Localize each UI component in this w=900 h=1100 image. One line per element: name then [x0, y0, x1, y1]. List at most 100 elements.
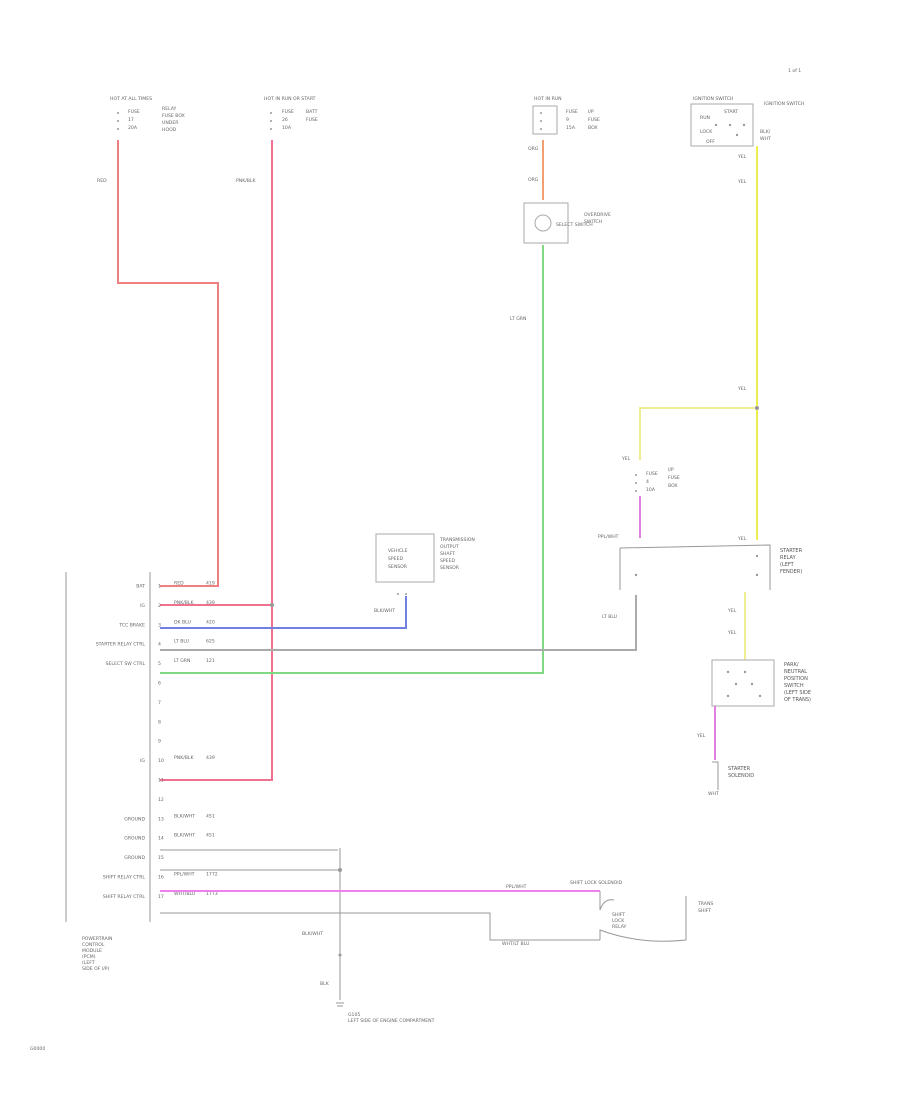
wire-label: YEL	[696, 733, 706, 739]
wire-label: YEL	[727, 630, 737, 636]
wire-label: LT GRN	[510, 316, 526, 322]
wire-label: PNK/BLK	[236, 178, 256, 184]
park-neutral-label: POSITION	[784, 676, 808, 682]
fuse-side: FUSE BOX	[162, 113, 185, 119]
park-neutral-switch: PARK/ NEUTRAL POSITION SWITCH (LEFT SIDE…	[711, 659, 811, 707]
shift-lock-side: SHIFT	[698, 908, 711, 914]
pcm-pin-wire: BLK/WHT	[174, 813, 195, 819]
fuse-side: RELAY	[162, 106, 177, 112]
fuse-amps: 20A	[128, 125, 138, 131]
wire-label: YEL	[737, 536, 747, 542]
hot-run-start-label: HOT IN RUN OR START	[264, 96, 316, 102]
shift-lock-solenoid: SHIFT LOCK SOLENOID SHIFT LOCK RELAY TRA…	[570, 880, 713, 942]
wire-label: ORG	[528, 177, 539, 183]
shift-lock-inner: RELAY	[612, 924, 627, 930]
pcm-title: MODULE	[82, 948, 102, 954]
fuse-side: I/P	[668, 467, 674, 473]
pcm-pin-row: GROUND 14 BLK/WHT 451	[124, 833, 215, 842]
pcm-pin-number: 9	[158, 739, 161, 745]
pcm-pin-wire: PNK/BLK	[174, 755, 194, 761]
wire-label: RED	[97, 178, 107, 184]
hot-run-start-block: HOT IN RUN OR START FUSE 26 10A BATT FUS…	[264, 96, 318, 131]
wire-label: YEL	[621, 456, 631, 462]
wire-label: WHT/LT BLU	[502, 941, 529, 947]
wire-label: BLK	[320, 981, 330, 987]
pcm-pin-number: 3	[158, 622, 161, 628]
ignition-side: WHT	[760, 136, 771, 142]
fuse-side: BATT	[306, 109, 318, 115]
pcm-pin-wire: BLK/WHT	[174, 833, 195, 839]
fuse-side: BOX	[588, 125, 598, 131]
shift-lock-side: TRANS	[697, 901, 713, 907]
starter-solenoid-label: SOLENOID	[728, 773, 754, 779]
fuse-number: 9	[566, 117, 569, 123]
select-switch-label: SELECT SWITCH	[556, 222, 593, 228]
starter-solenoid: STARTER SOLENOID WHT	[708, 761, 754, 797]
ignition-side: BLK/	[760, 129, 771, 135]
starter-relay-label: FENDER)	[780, 569, 802, 575]
pcm-title: SIDE OF I/P)	[82, 966, 110, 972]
hot-at-all-times-label: HOT AT ALL TIMES	[110, 96, 152, 102]
pcm-pin-wire: RED	[174, 581, 184, 587]
shift-lock-inner: SHIFT	[612, 912, 625, 918]
pcm-pin-label: TCC BRAKE	[118, 622, 145, 628]
pcm-pin-label: STARTER RELAY CTRL	[96, 642, 146, 648]
vss-side: SPEED	[440, 558, 455, 564]
starter-relay: PPL/WHT STARTER RELAY (LEFT FENDER)	[598, 534, 803, 590]
figure-code: G0000	[30, 1046, 45, 1052]
overdrive-label: OVERDRIVE	[584, 212, 611, 218]
pcm-pin-row: 6	[158, 681, 161, 687]
pcm-pin-number: 2	[158, 603, 161, 609]
pcm-pin-label: GROUND	[124, 836, 145, 842]
overdrive-label: SWITCH	[584, 219, 602, 225]
fuse-box-outline	[532, 105, 558, 135]
fuse-number: 26	[282, 117, 288, 123]
pcm-pin-label: GROUND	[124, 816, 145, 822]
fuse-side: UNDER	[162, 120, 179, 126]
fuse-number: 4	[646, 479, 649, 485]
wire-label: BLK/WHT	[302, 931, 323, 937]
pcm-pin-circuit: 451	[206, 833, 215, 839]
vss-side: SENSOR	[440, 565, 460, 571]
wire-label: YEL	[737, 386, 747, 392]
pcm-pin-circuit: 1772	[206, 872, 218, 878]
wire-label: BLK/WHT	[374, 608, 395, 614]
park-neutral-label: (LEFT SIDE	[784, 690, 811, 696]
pcm-pin-number: 10	[158, 758, 164, 764]
starter-relay-label: RELAY	[780, 555, 797, 561]
pcm-pin-number: 14	[158, 836, 164, 842]
pcm-pin-wire: LT BLU	[174, 639, 189, 645]
park-neutral-label: PARK/	[784, 662, 799, 668]
pcm-title: (LEFT	[82, 960, 95, 966]
fuse-side: FUSE	[306, 117, 318, 123]
ignition-switch-block: IGNITION SWITCH RUN START LOCK OFF IGNIT…	[690, 96, 804, 147]
pcm-pin-number: 5	[158, 661, 161, 667]
pcm-pin-circuit: 625	[206, 639, 215, 645]
pcm-pin-circuit: 439	[206, 755, 215, 761]
lt-grn-wire	[160, 245, 544, 674]
fuse-label: FUSE	[566, 109, 578, 115]
ignition-pin: RUN	[700, 115, 710, 121]
pcm-pin-row: 9	[158, 739, 161, 745]
ignition-pin: LOCK	[700, 129, 713, 135]
vss-label: SENSOR	[388, 564, 408, 570]
ignition-title: IGNITION SWITCH	[693, 96, 733, 102]
pcm-pin-number: 4	[158, 642, 161, 648]
ground-symbol: G105 LEFT SIDE OF ENGINE COMPARTMENT	[336, 1002, 435, 1024]
page-code: 1 of 1	[788, 68, 801, 74]
hot-in-run-block: HOT IN RUN FUSE 9 15A I/P FUSE BOX	[532, 96, 600, 135]
vss-side: SHAFT	[440, 551, 455, 557]
ground-label: G105	[348, 1012, 360, 1018]
vss-label: VEHICLE	[388, 548, 408, 554]
pcm-pin-row: STARTER RELAY CTRL 4 LT BLU 625	[96, 639, 215, 648]
pcm-pin-row: 11	[158, 778, 164, 784]
pcm-pin-wire: DK BLU	[174, 619, 191, 625]
pcm-pin-row: 12	[158, 797, 164, 803]
pcm-pin-circuit: 1773	[206, 891, 218, 897]
